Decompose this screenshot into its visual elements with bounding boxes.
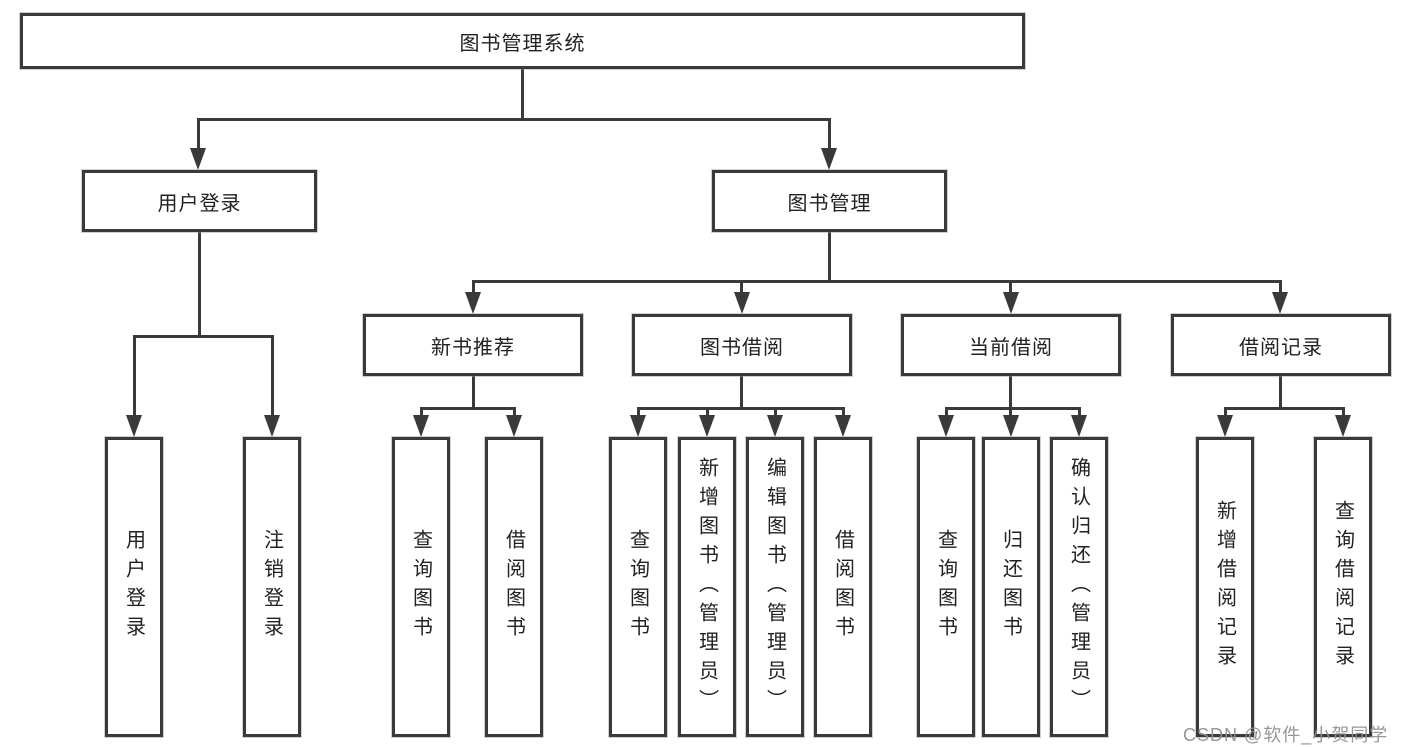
arrowhead-borrow-book-1	[506, 415, 522, 437]
arrowhead-current-borrow	[1003, 292, 1019, 314]
leaf-user-login-label: 用户登录	[122, 529, 145, 645]
connector-stem-current-borrow	[1009, 280, 1012, 292]
node-user-login-label: 用户登录	[157, 192, 242, 215]
node-new-book-recommend: 新书推荐	[363, 314, 583, 376]
arrowhead-leaf-user-login	[126, 415, 142, 437]
connector-current-borrow-trunk	[1009, 376, 1012, 407]
node-borrow-records: 借阅记录	[1171, 314, 1391, 376]
leaf-borrow-book-2: 借阅图书	[814, 437, 872, 737]
csdn-watermark: CSDN @软件_小贺同学	[1183, 725, 1389, 745]
leaf-query-book-1: 查询图书	[392, 437, 450, 737]
leaf-edit-book-admin: 编辑图书（管理员）	[746, 437, 804, 737]
arrowhead-edit-book	[767, 415, 783, 437]
leaf-borrow-book-2-label: 借阅图书	[831, 529, 854, 645]
connector-book-mgmt-trunk	[828, 232, 831, 280]
connector-book-borrow-trunk	[740, 376, 743, 407]
leaf-add-borrow-record-label: 新增借阅记录	[1213, 500, 1236, 674]
connector-stem-query-book-2	[637, 407, 640, 415]
node-book-borrow: 图书借阅	[632, 314, 852, 376]
leaf-add-borrow-record: 新增借阅记录	[1196, 437, 1254, 737]
leaf-add-book-admin-label: 新增图书（管理员）	[695, 456, 718, 718]
arrowhead-book-mgmt	[821, 148, 837, 170]
connector-user-login-branch	[133, 335, 274, 338]
arrowhead-borrow-book-2	[835, 415, 851, 437]
arrowhead-return-book	[1003, 415, 1019, 437]
node-book-management-label: 图书管理	[787, 192, 872, 215]
connector-stem-book-borrow	[740, 280, 743, 292]
connector-stem-user-login	[197, 118, 200, 148]
connector-stem-borrow-book-1	[513, 407, 516, 415]
connector-stem-leaf-logout	[271, 335, 274, 415]
leaf-return-book: 归还图书	[982, 437, 1040, 737]
leaf-add-book-admin: 新增图书（管理员）	[678, 437, 736, 737]
node-root-label: 图书管理系统	[459, 32, 586, 55]
node-book-borrow-label: 图书借阅	[700, 336, 784, 359]
arrowhead-user-login	[190, 148, 206, 170]
connector-root-branch	[197, 118, 831, 121]
connector-new-book-rec-trunk	[472, 376, 475, 407]
leaf-query-borrow-record: 查询借阅记录	[1314, 437, 1372, 737]
connector-borrow-records-branch	[1224, 407, 1345, 410]
leaf-return-book-label: 归还图书	[999, 529, 1022, 645]
leaf-query-borrow-record-label: 查询借阅记录	[1331, 500, 1354, 674]
node-borrow-records-label: 借阅记录	[1239, 336, 1323, 359]
leaf-logout: 注销登录	[243, 437, 301, 737]
node-new-book-recommend-label: 新书推荐	[431, 336, 515, 359]
connector-book-mgmt-branch	[472, 280, 1282, 283]
connector-current-borrow-branch	[945, 407, 1081, 410]
connector-user-login-trunk	[198, 232, 201, 335]
connector-stem-new-book-rec	[472, 280, 475, 292]
node-current-borrow-label: 当前借阅	[969, 336, 1053, 359]
leaf-confirm-return-admin: 确认归还（管理员）	[1050, 437, 1108, 737]
connector-stem-borrow-records	[1279, 280, 1282, 292]
node-current-borrow: 当前借阅	[901, 314, 1121, 376]
arrowhead-book-borrow	[734, 292, 750, 314]
connector-stem-book-mgmt	[828, 118, 831, 148]
arrowhead-add-book	[699, 415, 715, 437]
connector-stem-edit-book	[774, 407, 777, 415]
leaf-logout-label: 注销登录	[260, 529, 283, 645]
connector-new-book-rec-branch	[420, 407, 516, 410]
connector-stem-return-book	[1009, 407, 1012, 415]
arrowhead-borrow-records	[1272, 292, 1288, 314]
node-book-management: 图书管理	[712, 170, 947, 232]
leaf-query-book-2-label: 查询图书	[626, 529, 649, 645]
node-user-login: 用户登录	[82, 170, 317, 232]
leaf-borrow-book-1-label: 借阅图书	[502, 529, 525, 645]
arrowhead-query-record	[1335, 415, 1351, 437]
connector-book-borrow-branch	[637, 407, 845, 410]
leaf-edit-book-admin-label: 编辑图书（管理员）	[763, 456, 786, 718]
connector-stem-query-book-3	[945, 407, 948, 415]
leaf-confirm-return-admin-label: 确认归还（管理员）	[1067, 456, 1090, 718]
arrowhead-query-book-2	[630, 415, 646, 437]
leaf-query-book-2: 查询图书	[609, 437, 667, 737]
leaf-user-login: 用户登录	[105, 437, 163, 737]
connector-borrow-records-trunk	[1279, 376, 1282, 407]
leaf-query-book-3-label: 查询图书	[934, 529, 957, 645]
connector-stem-borrow-book-2	[842, 407, 845, 415]
arrowhead-query-book-3	[938, 415, 954, 437]
connector-stem-add-record	[1224, 407, 1227, 415]
connector-stem-add-book	[706, 407, 709, 415]
arrowhead-leaf-logout	[264, 415, 280, 437]
connector-stem-query-record	[1342, 407, 1345, 415]
connector-stem-confirm-return	[1078, 407, 1081, 415]
arrowhead-confirm-return	[1071, 415, 1087, 437]
arrowhead-add-record	[1217, 415, 1233, 437]
node-root: 图书管理系统	[20, 13, 1025, 69]
arrowhead-new-book-rec	[465, 292, 481, 314]
leaf-query-book-1-label: 查询图书	[409, 529, 432, 645]
leaf-borrow-book-1: 借阅图书	[485, 437, 543, 737]
arrowhead-query-book-1	[413, 415, 429, 437]
connector-root-trunk	[521, 68, 524, 118]
leaf-query-book-3: 查询图书	[917, 437, 975, 737]
connector-stem-leaf-user-login	[133, 335, 136, 415]
connector-stem-query-book-1	[420, 407, 423, 415]
